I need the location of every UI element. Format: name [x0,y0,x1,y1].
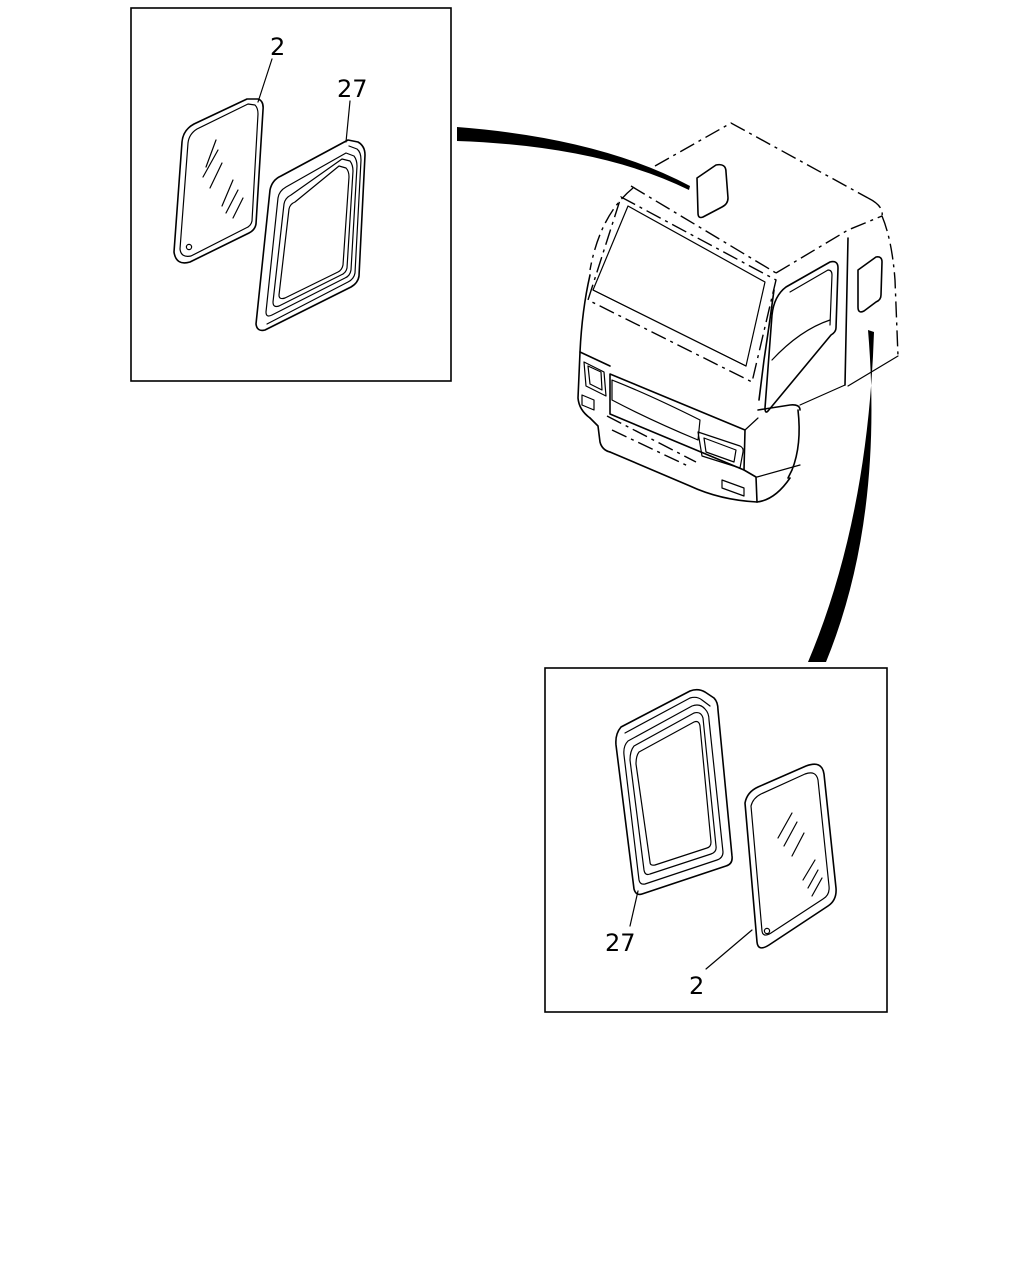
callout-label-27-upper: 27 [337,75,368,103]
leader-line-27-lower [629,890,639,927]
lower-glass-pane[interactable] [744,763,837,949]
upper-glass-pane[interactable] [173,98,264,264]
callout-label-2-upper: 2 [270,33,285,61]
leader-line-27-upper [345,100,351,143]
callout-label-2-lower: 2 [689,972,704,1000]
inset-lower: 27 2 [544,667,888,1013]
lower-seal-frame[interactable] [615,688,733,896]
leader-line-2-lower [705,929,753,970]
truck-cab-illustration [577,122,899,503]
inset-upper: 2 27 [130,7,452,382]
upper-seal-frame[interactable] [255,139,366,332]
connector-upper [457,127,690,190]
inset-lower-frame [544,667,888,1013]
leader-line-2-upper [257,58,273,103]
connector-lower [808,330,874,662]
callout-label-27-lower: 27 [605,929,636,957]
inset-upper-frame [130,7,452,382]
